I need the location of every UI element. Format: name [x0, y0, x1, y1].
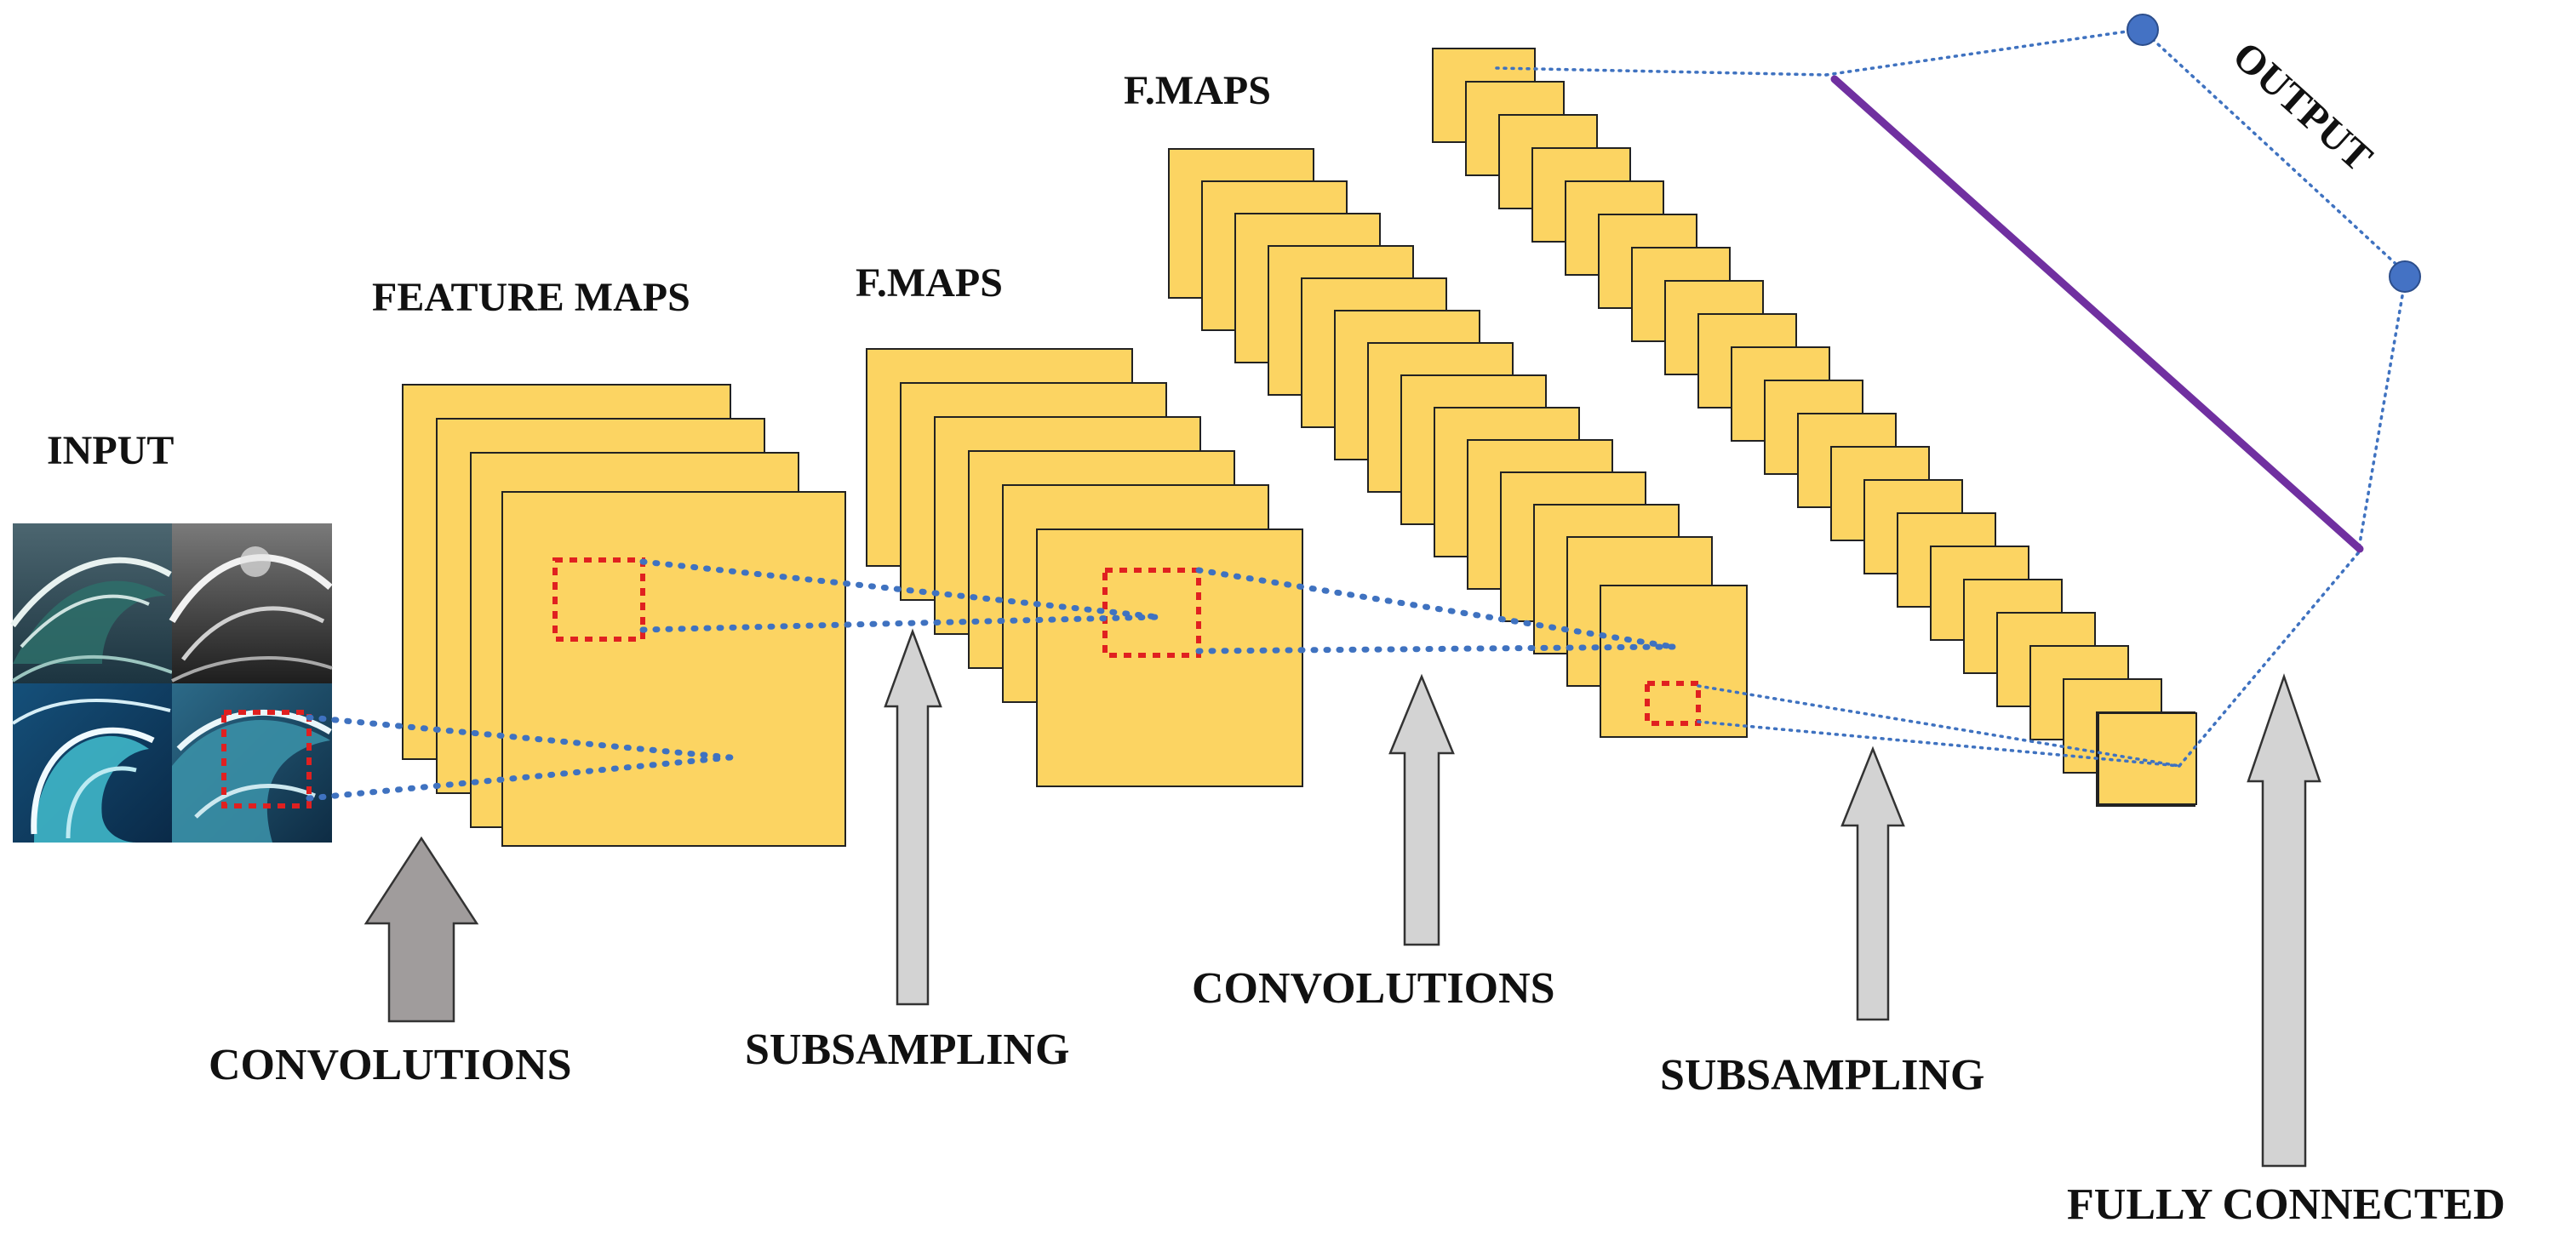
feature-map-receptive-field: [1102, 568, 1201, 658]
feature-map: [2098, 712, 2197, 805]
input-receptive-field: [221, 710, 312, 808]
output-label: OUTPUT: [2224, 33, 2381, 180]
convolutions-label-1: CONVOLUTIONS: [209, 1041, 572, 1089]
input-quadrant-top-left: [10, 523, 173, 683]
output-node: [2389, 260, 2421, 293]
input-quadrant-bottom-left: [11, 683, 172, 843]
subsampling-arrow: [1840, 746, 1905, 1021]
convolutions-label-2: CONVOLUTIONS: [1192, 964, 1555, 1013]
input-image: [10, 523, 333, 843]
feature-maps-label: FEATURE MAPS: [372, 275, 690, 320]
fmaps-label-1: F.MAPS: [856, 260, 1003, 306]
feature-maps-layer-3: [1168, 148, 1748, 738]
convolutions-arrow: [364, 836, 479, 1023]
input-quadrant-bottom-right: [172, 683, 332, 843]
subsampling-arrow: [884, 628, 942, 1006]
fully-connected-label: FULLY CONNECTED: [2067, 1180, 2505, 1229]
feature-map-receptive-field: [552, 557, 645, 642]
feature-map-receptive-field: [1645, 681, 1701, 726]
arrows: [364, 628, 2321, 1168]
fully-connected-column: [1432, 48, 2197, 807]
feature-maps-layer-1: [402, 384, 846, 847]
fully-connected-line: [1830, 75, 2364, 553]
convolutions-arrow: [1388, 673, 1455, 946]
input-label: INPUT: [47, 428, 174, 473]
feature-map: [501, 491, 846, 847]
connection-lines: [306, 28, 2407, 802]
fmaps-label-2: F.MAPS: [1124, 68, 1271, 113]
subsampling-label-1: SUBSAMPLING: [745, 1025, 1069, 1074]
output-node: [2127, 14, 2159, 46]
feature-maps-layer-2: [866, 348, 1303, 787]
subsampling-label-2: SUBSAMPLING: [1660, 1051, 1984, 1100]
input-quadrant-top-right: [169, 523, 333, 683]
feature-map: [1600, 585, 1748, 738]
fully-connected-arrow: [2247, 673, 2321, 1168]
output-nodes: [2127, 14, 2421, 293]
